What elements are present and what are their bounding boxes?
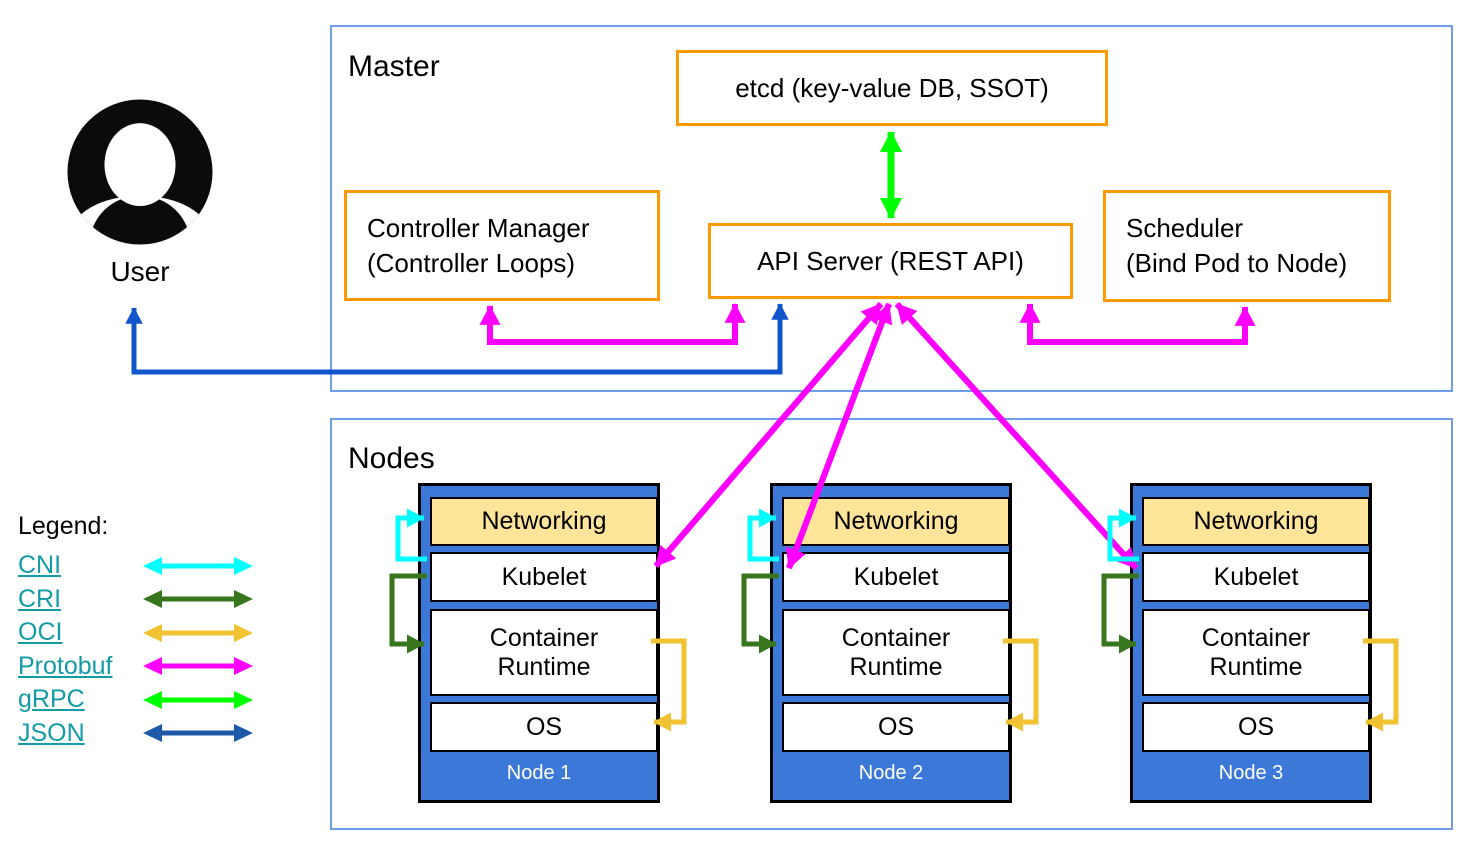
networking-label: Networking <box>1193 507 1319 535</box>
kubelet-label: Kubelet <box>501 562 587 591</box>
networking-label: Networking <box>833 507 959 535</box>
container-runtime-label: Container Runtime <box>1201 623 1311 681</box>
networking-box: Networking <box>782 497 1010 546</box>
legend-item-json: JSON <box>18 717 318 751</box>
etcd-label: etcd (key-value DB, SSOT) <box>735 72 1049 103</box>
os-box: OS <box>430 702 658 752</box>
networking-box: Networking <box>430 497 658 546</box>
container-runtime-box: Container Runtime <box>782 609 1010 696</box>
legend-title: Legend: <box>18 512 109 540</box>
etcd-box: etcd (key-value DB, SSOT) <box>676 50 1108 126</box>
scheduler-label-line2: (Bind Pod to Node) <box>1126 248 1348 278</box>
os-label: OS <box>525 712 563 741</box>
legend-link-json[interactable]: JSON <box>18 718 85 747</box>
scheduler-label-line1: Scheduler <box>1126 213 1244 243</box>
legend-item-grpc: gRPC <box>18 683 318 717</box>
node-1-box: Networking Kubelet Container Runtime OS … <box>418 483 660 803</box>
protobuf-arrow-icon <box>143 657 253 676</box>
os-box: OS <box>1142 702 1370 752</box>
legend-link-grpc[interactable]: gRPC <box>18 685 85 714</box>
container-runtime-box: Container Runtime <box>1142 609 1370 696</box>
cni-arrow-icon <box>143 556 253 575</box>
legend-link-protobuf[interactable]: Protobuf <box>18 651 113 680</box>
legend-item-protobuf: Protobuf <box>18 650 318 684</box>
controller-manager-label-line1: Controller Manager <box>367 212 590 243</box>
legend-link-cri[interactable]: CRI <box>18 584 62 613</box>
legend-item-oci: OCI <box>18 616 318 650</box>
os-label: OS <box>1237 712 1275 741</box>
node-label: Node 2 <box>858 762 924 784</box>
api-server-label: API Server (REST API) <box>757 245 1024 276</box>
kubelet-label: Kubelet <box>1213 562 1299 591</box>
master-title: Master <box>348 50 440 83</box>
grpc-arrow-icon <box>143 690 253 709</box>
node-label: Node 3 <box>1218 762 1284 784</box>
node-3-box: Networking Kubelet Container Runtime OS … <box>1130 483 1372 803</box>
user-icon <box>67 99 213 245</box>
controller-manager-label-line2: (Controller Loops) <box>367 247 576 278</box>
api-server-box: API Server (REST API) <box>708 223 1073 299</box>
kubelet-box: Kubelet <box>1142 552 1370 602</box>
user-label: User <box>110 256 170 287</box>
kubelet-box: Kubelet <box>782 552 1010 602</box>
container-runtime-label: Container Runtime <box>489 623 599 681</box>
nodes-title: Nodes <box>348 442 435 475</box>
container-runtime-box: Container Runtime <box>430 609 658 696</box>
networking-box: Networking <box>1142 497 1370 546</box>
node-label: Node 1 <box>506 762 572 784</box>
legend-link-cni[interactable]: CNI <box>18 551 62 580</box>
legend-link-oci[interactable]: OCI <box>18 618 63 647</box>
kubelet-label: Kubelet <box>853 562 939 591</box>
os-box: OS <box>782 702 1010 752</box>
controller-manager-box: Controller Manager (Controller Loops) <box>344 190 660 301</box>
kubelet-box: Kubelet <box>430 552 658 602</box>
json-arrow-icon <box>143 724 253 743</box>
container-runtime-label: Container Runtime <box>841 623 951 681</box>
node-2-box: Networking Kubelet Container Runtime OS … <box>770 483 1012 803</box>
legend-item-cni: CNI <box>18 549 318 583</box>
scheduler-box: Scheduler (Bind Pod to Node) <box>1103 190 1391 302</box>
cri-arrow-icon <box>143 590 253 609</box>
legend-item-cri: CRI <box>18 583 318 617</box>
os-label: OS <box>877 712 915 741</box>
networking-label: Networking <box>481 507 607 535</box>
legend: Legend: CNI CRI OCI Protobuf <box>18 512 318 750</box>
oci-arrow-icon <box>143 623 253 642</box>
